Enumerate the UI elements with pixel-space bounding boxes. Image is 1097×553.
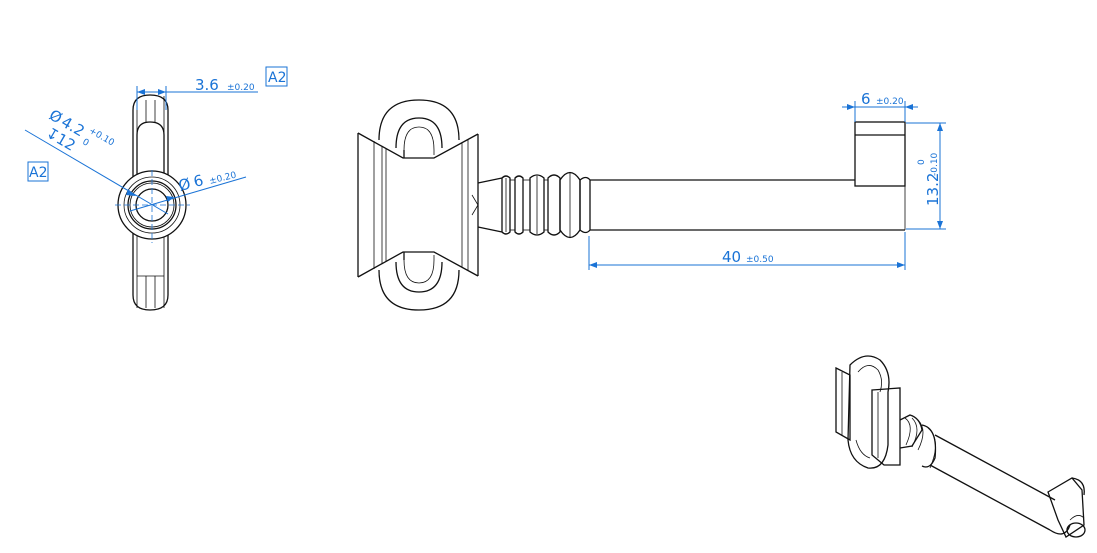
svg-text:±0.20: ±0.20: [876, 97, 904, 107]
dim-value: 6: [192, 171, 206, 191]
svg-text:A2: A2: [29, 165, 47, 181]
dim-value: 6: [861, 90, 871, 108]
dimension-length: 40 ±0.50: [588, 232, 906, 270]
dimension-bit-width: 6 ±0.20: [842, 90, 918, 122]
dim-value: 3.6: [195, 76, 219, 94]
dimension-bit-height: 13.2 0 -0.10: [906, 122, 946, 230]
datum-a2-left: A2: [27, 161, 49, 182]
end-view: [115, 94, 190, 311]
svg-text:Ø: Ø: [177, 175, 193, 195]
front-view: [357, 99, 906, 311]
dim-value: 40: [722, 248, 741, 266]
svg-text:±0.20: ±0.20: [208, 170, 237, 186]
svg-text:A2: A2: [268, 70, 286, 86]
dim-tolerance: ±0.20: [227, 83, 255, 93]
svg-text:-0.10: -0.10: [930, 152, 940, 176]
dim-value: 13.2: [924, 173, 942, 206]
svg-text:±0.50: ±0.50: [746, 255, 774, 265]
dimension-width-3-6: 3.6 ±0.20: [136, 76, 258, 110]
datum-a2-top: A2: [265, 66, 288, 87]
svg-text:+0.10: +0.10: [87, 126, 116, 149]
isometric-view: [835, 355, 1086, 538]
svg-text:0: 0: [917, 159, 927, 165]
svg-text:0: 0: [80, 137, 90, 149]
